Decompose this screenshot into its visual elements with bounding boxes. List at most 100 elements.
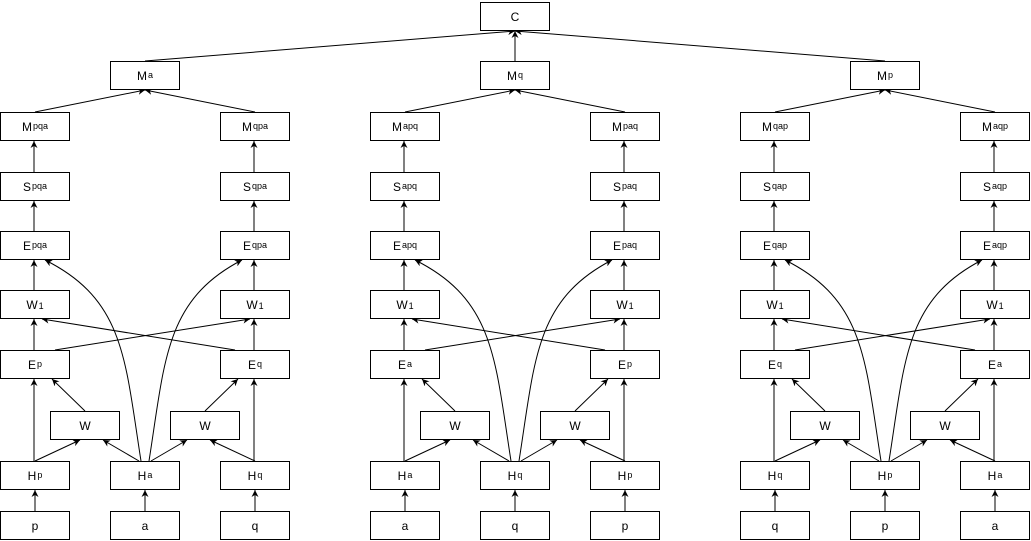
node-w-left-2-label: W [819,418,831,433]
node-e2-right-1-superscript: paq [621,239,638,250]
node-w-left-0-label: W [79,418,91,433]
node-h-left-1-base: H [397,468,407,483]
node-e2-right-2-base: E [982,238,991,253]
arrow-line [34,87,146,113]
node-e-right-0-superscript: q [257,358,263,369]
node-h-right-0-superscript: q [257,469,263,480]
node-s-right-1-base: S [612,179,621,194]
arrow-line [204,378,239,412]
arrow-line [791,378,826,412]
node-input-right-1-label: p [621,518,629,533]
node-e-right-2-superscript: a [997,358,1003,369]
arrow-curve-to-left-e2 [44,259,142,462]
arrow-to-c [144,28,516,62]
node-input-right-2: a [960,511,1030,540]
arrow-line [890,439,928,462]
node-e-left-1-superscript: a [407,358,413,369]
node-m-top-1-base: M [506,68,517,83]
node-w-right-2: W [910,411,980,440]
node-h-left-0-base: H [27,468,37,483]
node-h-left-0-superscript: p [37,469,43,480]
node-s-right-0-base: S [242,179,251,194]
arrow-curve-to-right-e2 [518,259,613,462]
node-m-right-1-base: M [611,119,622,134]
node-input-right-2-label: a [991,518,999,533]
node-w1-right-0-base: W [246,297,258,312]
node-h-middle-1-superscript: q [517,469,523,480]
node-m-top-1-superscript: q [517,69,523,80]
node-m-left-0-superscript: pqa [32,120,49,131]
node-w-left-0: W [50,411,120,440]
node-h-right-1-superscript: p [627,469,633,480]
node-e-left-2-superscript: q [777,358,783,369]
node-w1-right-2-base: W [986,297,998,312]
node-e-left-1-base: E [397,357,406,372]
node-h-right-2-superscript: a [997,469,1003,480]
arrow-line [514,87,626,113]
arrow-line [51,378,86,412]
node-m-right-2-base: M [981,119,992,134]
node-s-left-0-base: S [22,179,31,194]
node-input-middle-2: p [850,511,920,540]
node-h-left-2-superscript: q [777,469,783,480]
node-input-middle-1: q [480,511,550,540]
arrow-to-c [514,28,886,62]
arrow-line [574,378,609,412]
arrow-line [520,439,558,462]
node-m-top-0-superscript: a [147,69,153,80]
node-input-left-2: q [740,511,810,540]
node-m-right-1-superscript: paq [622,120,639,131]
arrow-line [41,316,236,351]
node-w1-left-0-base: W [26,297,38,312]
arrow-line [424,316,621,351]
node-m-left-2-base: M [761,119,772,134]
node-m-left-0-base: M [21,119,32,134]
node-w1-left-1-subscript: 1 [408,300,414,311]
arrow-line [34,439,81,462]
node-s-left-2-superscript: qap [771,180,788,191]
node-e-left-0-superscript: p [37,358,43,369]
arrow-line [579,439,626,462]
node-w-right-0-label: W [199,418,211,433]
arrow-line [404,439,451,462]
node-h-left-2-base: H [767,468,777,483]
node-m-left-1-superscript: apq [402,120,419,131]
arrow-curve-to-right-e2 [888,259,983,462]
node-w1-left-2-subscript: 1 [778,300,784,311]
arrow-line [150,439,188,462]
node-input-left-1-label: a [401,518,409,533]
node-e-left-0-base: E [27,357,36,372]
arrow-line [842,439,880,462]
node-h-left-1-superscript: a [407,469,413,480]
node-c-label: C [510,9,520,24]
node-m-top-0-base: M [136,68,147,83]
node-s-right-1-superscript: paq [621,180,638,191]
node-s-right-2-superscript: aqp [991,180,1008,191]
